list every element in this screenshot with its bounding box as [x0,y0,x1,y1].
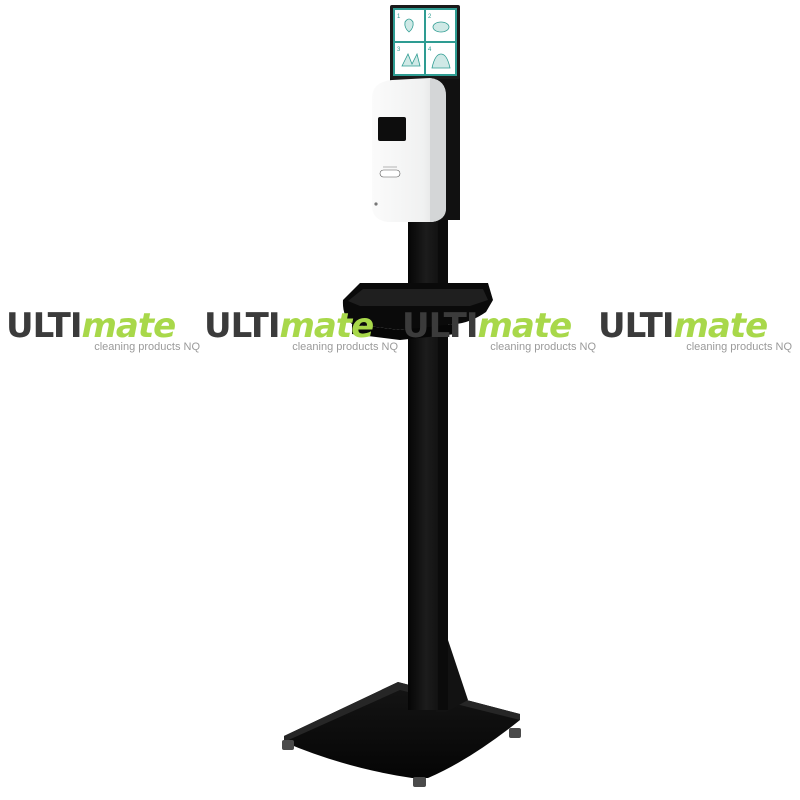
watermark-4: ULTImate cleaning products NQ [598,308,796,358]
base-plate [282,682,521,787]
watermark-logo: ULTImate [204,306,374,346]
step-2-tile: 2 [426,10,455,41]
watermark-logo: ULTImate [6,306,176,346]
watermark-tagline: cleaning products NQ [94,341,200,353]
brand-logo-icon [379,169,401,178]
watermark-3: ULTImate cleaning products NQ [402,308,600,358]
step-4-tile: 4 [426,43,455,74]
watermark-1: ULTImate cleaning products NQ [6,308,204,358]
instruction-sign: 1 2 3 4 [390,5,460,79]
step-3-number: 3 [397,47,401,53]
step-4-number: 4 [428,47,432,53]
foot-front [413,777,426,787]
watermark-tagline: cleaning products NQ [292,341,398,353]
sanitiser-dispenser [372,78,446,222]
watermark-2: ULTImate cleaning products NQ [204,308,402,358]
status-led [374,202,378,206]
drip-tray [342,283,493,340]
sensor-window [378,117,406,141]
watermark-logo: ULTImate [598,306,768,346]
watermark-logo: ULTImate [402,306,572,346]
step-1-number: 1 [397,14,401,20]
foot-right [509,728,521,738]
watermark-tagline: cleaning products NQ [686,341,792,353]
step-1-tile: 1 [395,10,424,41]
step-3-tile: 3 [395,43,424,74]
step-2-number: 2 [428,14,432,20]
foot-left [282,740,294,750]
watermark-tagline: cleaning products NQ [490,341,596,353]
